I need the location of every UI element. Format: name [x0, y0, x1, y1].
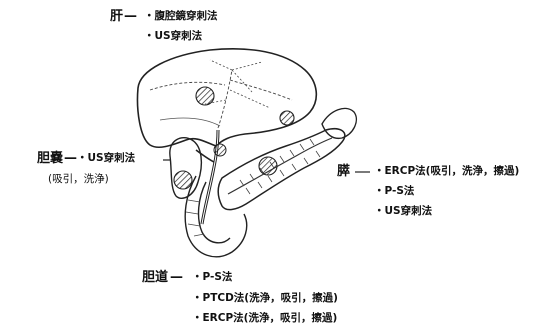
- spleen-outline: [322, 108, 356, 138]
- gallbladder-label: 胆嚢: [37, 152, 63, 165]
- bile-duct-procedure-3: ・ERCP法(洗浄，吸引，擦過): [192, 313, 337, 324]
- gallbladder-lesion: [174, 171, 192, 189]
- pancreas-lesion: [259, 157, 277, 175]
- liver-label: 肝: [110, 10, 123, 23]
- pancreas-label: 膵: [337, 165, 350, 178]
- liver-lesion-1: [196, 87, 214, 105]
- liver-procedure-1: ・腹腔鏡穿刺法: [144, 11, 218, 22]
- pancreas-procedure-1: ・ERCP法(吸引，洗浄，擦過): [374, 166, 519, 177]
- bile-duct-procedure-2: ・PTCD法(洗浄，吸引，擦過): [192, 293, 338, 304]
- gallbladder-note: (吸引，洗浄): [48, 174, 109, 185]
- gallbladder-outline: [170, 138, 202, 199]
- liver-outline: [138, 49, 317, 147]
- liver-lesion-2: [280, 111, 294, 125]
- bile-duct-lesion: [214, 144, 226, 156]
- liver-procedure-2: ・US穿刺法: [144, 31, 202, 42]
- pancreas-procedure-2: ・P-S法: [374, 186, 414, 197]
- gallbladder-dash: —: [64, 152, 77, 165]
- pancreas-procedure-3: ・US穿刺法: [374, 206, 432, 217]
- bile-duct-procedure-1: ・P-S法: [192, 272, 232, 283]
- bile-duct-dash: —: [170, 271, 183, 284]
- gallbladder-procedure-1: ・US穿刺法: [77, 153, 135, 164]
- bile-duct-label: 胆道: [142, 271, 168, 284]
- liver-dash: —: [124, 10, 137, 23]
